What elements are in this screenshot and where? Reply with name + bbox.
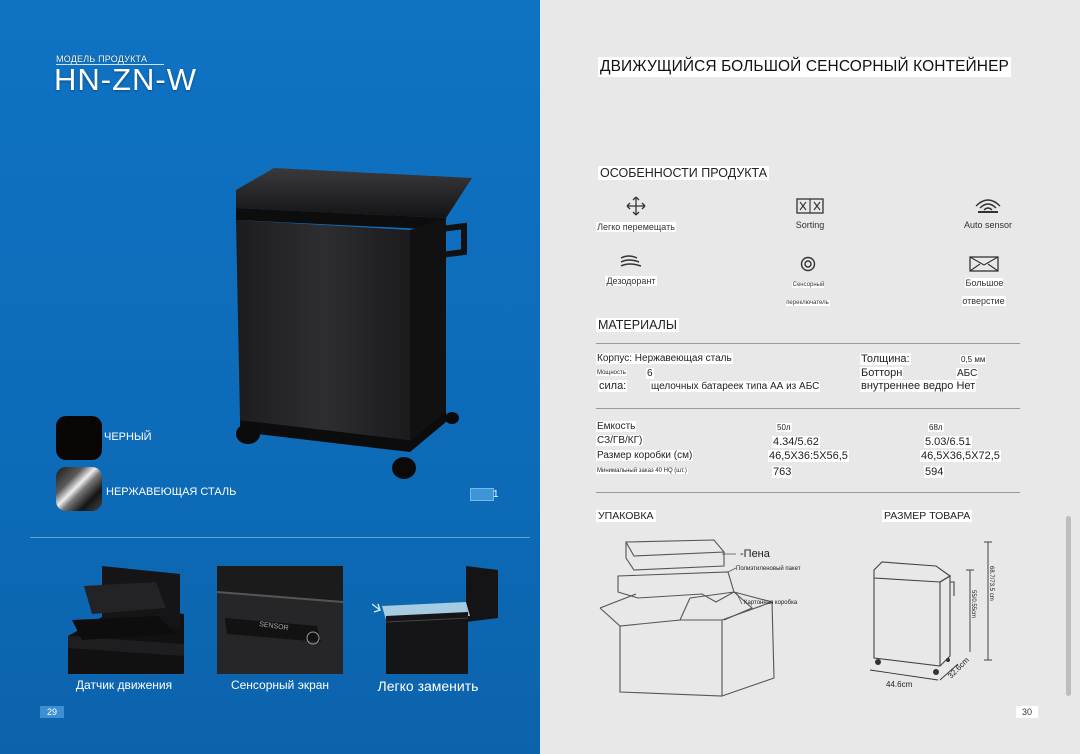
materials-top-rule bbox=[596, 343, 1020, 344]
feature-auto-sensor: Auto sensor bbox=[948, 196, 1028, 233]
power-number: 6 bbox=[646, 368, 654, 379]
caption-motion-sensor: Датчик движения bbox=[75, 678, 173, 692]
dim-height-total: 68.7/73.5 cm bbox=[988, 566, 994, 601]
product-size-title: РАЗМЕР ТОВАРА bbox=[882, 510, 973, 522]
feature-sorting: Sorting bbox=[780, 198, 840, 233]
model-label: МОДЕЛЬ ПРОДУКТА bbox=[56, 54, 148, 64]
power-label: сила: bbox=[598, 380, 628, 392]
dim-width: 44.6cm bbox=[886, 680, 913, 689]
caption-easy-replace: Легко заменить bbox=[377, 678, 479, 694]
page-number-left: 29 bbox=[40, 706, 64, 718]
box-size-label: Размер коробки (см) bbox=[596, 450, 694, 461]
mini-number: 1 bbox=[493, 489, 499, 500]
power-value: щелочных батареек типа АА из АБС bbox=[650, 381, 821, 392]
feature-touch-switch: Сенсорный переключатель bbox=[770, 256, 846, 309]
features-title: ОСОБЕННОСТИ ПРОДУКТА bbox=[598, 166, 770, 180]
color-label-steel: НЕРЖАВЕЮЩАЯ СТАЛЬ bbox=[106, 486, 237, 498]
page-title: ДВИЖУЩИЙСЯ БОЛЬШОЙ СЕНСОРНЫЙ КОНТЕЙНЕР bbox=[598, 57, 1011, 77]
color-swatch-steel[interactable] bbox=[56, 467, 102, 511]
specs-top-rule bbox=[596, 408, 1020, 409]
color-swatch-black[interactable] bbox=[56, 416, 102, 460]
page-number-right: 30 bbox=[1016, 706, 1038, 718]
box-size-50: 46,5X36:5X56,5 bbox=[768, 450, 849, 462]
sorting-icon bbox=[796, 198, 824, 214]
specs-bottom-rule bbox=[596, 492, 1020, 493]
easy-replace-image bbox=[372, 566, 502, 674]
move-arrows-icon bbox=[626, 196, 646, 216]
moq-68: 594 bbox=[924, 466, 945, 478]
sensor-waves-icon bbox=[975, 199, 1001, 213]
mini-tag bbox=[470, 488, 494, 501]
divider bbox=[30, 537, 530, 538]
bottom-value: АБС bbox=[956, 368, 979, 379]
touch-screen-image: SENSOR bbox=[217, 566, 343, 674]
left-page: МОДЕЛЬ ПРОДУКТА HN-ZN-W bbox=[0, 0, 540, 754]
bottom-label: Ботторн bbox=[860, 367, 904, 379]
capacity-68: 68л bbox=[928, 423, 944, 432]
pack-label-foam: -Пена bbox=[740, 548, 770, 560]
thickness-value: 0,5 мм bbox=[960, 355, 987, 364]
weight-label: СЗ/ГВ/КГ) bbox=[596, 435, 644, 446]
sensor-text: SENSOR bbox=[259, 621, 289, 632]
touch-switch-icon bbox=[800, 256, 816, 272]
weight-50: 4.34/5.62 bbox=[772, 436, 820, 448]
big-opening-icon bbox=[969, 256, 999, 272]
box-size-68: 46,5X36,5X72,5 bbox=[920, 450, 1001, 462]
weight-68: 5.03/6.51 bbox=[924, 436, 972, 448]
moq-50: 763 bbox=[772, 466, 793, 478]
color-label-black: ЧЕРНЫЙ bbox=[104, 431, 152, 443]
inner-bucket: внутреннее ведро Нет bbox=[860, 380, 977, 392]
pack-label-bag: Полиэтиленовый пакет bbox=[736, 566, 801, 572]
capacity-label: Емкость bbox=[596, 421, 637, 432]
feature-easy-move: Легко перемещать bbox=[594, 196, 678, 235]
pack-label-carton: Картонная коробка bbox=[744, 600, 798, 606]
size-diagram bbox=[869, 541, 992, 681]
product-bin-image bbox=[226, 160, 486, 490]
dim-height-body: 55/0.55cm bbox=[970, 590, 976, 619]
motion-sensor-image bbox=[62, 566, 186, 674]
material-body: Корпус: Нержавеющая сталь bbox=[596, 353, 733, 364]
scrollbar[interactable] bbox=[1066, 516, 1071, 696]
power-small-label: Мощность bbox=[596, 370, 627, 376]
model-name: HN-ZN-W bbox=[54, 62, 198, 97]
packaging-title: УПАКОВКА bbox=[596, 510, 656, 522]
model-label-underline bbox=[56, 64, 164, 65]
thickness-label: Толщина: bbox=[860, 353, 911, 365]
capacity-50: 50л bbox=[776, 423, 792, 432]
caption-touch-screen: Сенсорный экран bbox=[230, 678, 330, 692]
right-page: ДВИЖУЩИЙСЯ БОЛЬШОЙ СЕНСОРНЫЙ КОНТЕЙНЕР О… bbox=[540, 0, 1080, 754]
feature-deodorant: Дезодорант bbox=[596, 254, 666, 289]
packaging-diagram bbox=[599, 539, 775, 697]
moq-label: Минимальный заказ 40 HQ (шт.) bbox=[596, 468, 688, 474]
materials-title: МАТЕРИАЛЫ bbox=[596, 318, 679, 332]
deodorant-icon bbox=[620, 255, 642, 267]
feature-big-opening: Большое отверстие bbox=[944, 256, 1024, 309]
